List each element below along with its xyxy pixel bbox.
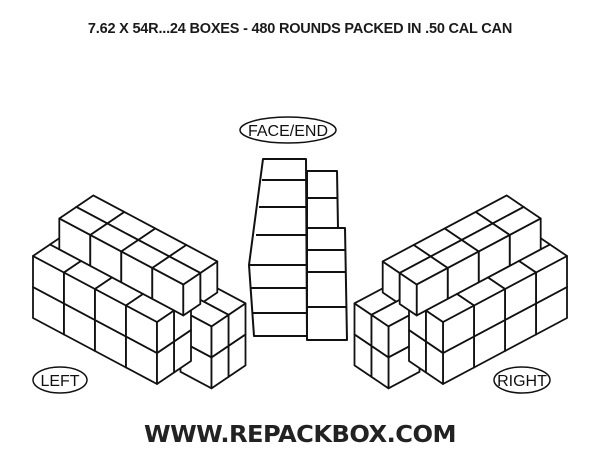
label-left: LEFT — [32, 366, 88, 394]
face-left-column — [248, 158, 308, 337]
right-view-box-stack — [353, 194, 568, 390]
box-face — [151, 255, 202, 286]
face-end-view-box-stack — [248, 158, 348, 341]
website-url: WWW.REPACKBOX.COM — [143, 422, 457, 448]
box-face — [425, 293, 475, 323]
box-face — [125, 293, 175, 323]
label-face-end: FACE/END — [239, 116, 337, 144]
svg-text:FACE/END: FACE/END — [248, 123, 328, 140]
face-right-column — [306, 170, 348, 341]
box-face — [398, 255, 449, 286]
label-right: RIGHT — [493, 366, 551, 394]
face-box-dividers — [250, 179, 347, 314]
diagram-title: 7.62 X 54R...24 BOXES - 480 ROUNDS PACKE… — [87, 21, 513, 37]
svg-text:RIGHT: RIGHT — [497, 373, 547, 390]
left-view-box-stack — [32, 194, 247, 390]
svg-text:LEFT: LEFT — [40, 373, 79, 390]
